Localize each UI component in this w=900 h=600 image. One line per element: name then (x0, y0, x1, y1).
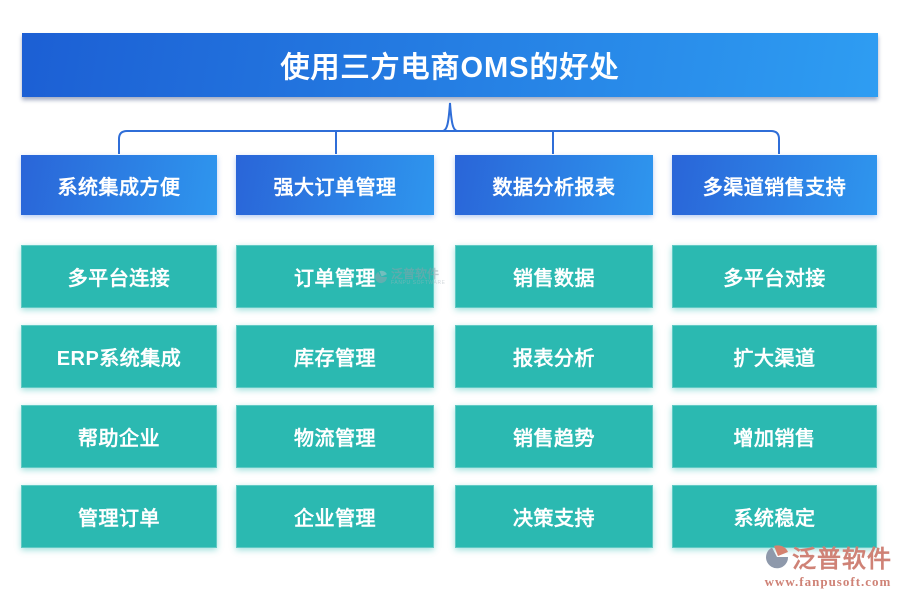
item-box: 系统稳定 (672, 485, 877, 548)
item-box: 库存管理 (236, 325, 434, 388)
item-box: ERP系统集成 (21, 325, 217, 388)
column-order-management: 强大订单管理 订单管理 库存管理 物流管理 企业管理 (236, 155, 434, 548)
diagram-title: 使用三方电商OMS的好处 (22, 33, 878, 97)
column-data-analytics: 数据分析报表 销售数据 报表分析 销售趋势 决策支持 (455, 155, 653, 548)
item-box: 企业管理 (236, 485, 434, 548)
item-box: 多平台连接 (21, 245, 217, 308)
item-box: 销售数据 (455, 245, 653, 308)
item-box: 物流管理 (236, 405, 434, 468)
fanpu-logo-icon (766, 544, 789, 568)
item-box: 帮助企业 (21, 405, 217, 468)
item-box: 订单管理 (236, 245, 434, 308)
brand-row: 泛普软件 (764, 539, 892, 574)
column-multichannel-sales: 多渠道销售支持 多平台对接 扩大渠道 增加销售 系统稳定 (672, 155, 877, 548)
item-box: 决策支持 (455, 485, 653, 548)
column-header: 强大订单管理 (236, 155, 434, 215)
item-box: 报表分析 (455, 325, 653, 388)
brand-website: www.fanpusoft.com (764, 574, 892, 589)
column-header: 系统集成方便 (21, 155, 217, 215)
fanpu-brand-logo: 泛普软件 www.fanpusoft.com (764, 539, 892, 590)
brand-name: 泛普软件 (792, 546, 892, 573)
item-box: 增加销售 (672, 405, 877, 468)
column-header: 多渠道销售支持 (672, 155, 877, 215)
connector-center-spike (442, 102, 458, 132)
item-box: 销售趋势 (455, 405, 653, 468)
item-box: 扩大渠道 (672, 325, 877, 388)
connector-horizontal (118, 130, 780, 154)
item-box: 管理订单 (21, 485, 217, 548)
column-system-integration: 系统集成方便 多平台连接 ERP系统集成 帮助企业 管理订单 (21, 155, 217, 548)
column-header: 数据分析报表 (455, 155, 653, 215)
item-box: 多平台对接 (672, 245, 877, 308)
